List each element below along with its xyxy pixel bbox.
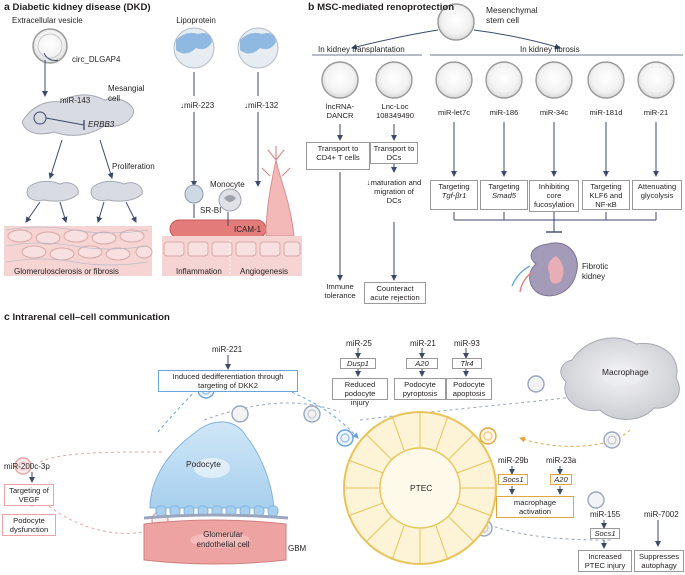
ptec-injury-box: Increased PTEC injury — [578, 550, 632, 572]
proliferation-label: Proliferation — [112, 162, 155, 171]
pyroptosis-box: Podocyte pyroptosis — [394, 378, 446, 400]
lnc-loc-label: Lnc-Loc 108349490 — [375, 102, 414, 120]
reduced-podocyte-box: Reduced podocyte injury — [332, 378, 388, 407]
tlr4-box: Tlr4 — [452, 358, 482, 369]
mir-223-label: ↓miR-223 — [180, 101, 215, 110]
a20-box: A20 — [406, 358, 438, 369]
mir-7002-label: miR-7002 — [644, 510, 679, 519]
mir-23a-label: miR-23a — [546, 456, 577, 465]
transport-cd4-box: Transport to CD4+ T cells — [306, 142, 370, 170]
mir-34c-label: miR-34c — [539, 108, 569, 117]
apoptosis-box: Podocyte apoptosis — [446, 378, 492, 400]
a20b-box: A20 — [550, 474, 572, 485]
sr-bi-label: SR-BI — [200, 206, 222, 215]
fucosylation-box: Inhibiting core fucosylation — [529, 180, 579, 212]
panel-c-title: c Intrarenal cell–cell communication — [4, 311, 170, 323]
ptec-label: PTEC — [410, 483, 433, 493]
glycolysis-box: Attenuating glycolysis — [632, 180, 682, 210]
mir-155-label: miR-155 — [590, 510, 621, 519]
mir-186-label: miR-186 — [489, 108, 519, 117]
glomerular-endothelial-label: Glomerular endothelial cell — [196, 530, 250, 549]
mir-93-label: miR-93 — [454, 339, 480, 348]
socs1-box: Socs1 — [498, 474, 528, 485]
extracellular-vesicle-label: Extracellular vesicle — [12, 16, 83, 25]
mir-25-label: miR-25 — [346, 339, 372, 348]
mir-200c-label: miR-200c-3p — [4, 462, 50, 471]
panel-c-drawing — [14, 337, 680, 565]
mir-29b-label: miR-29b — [498, 456, 529, 465]
counteract-rejection-box: Counteract acute rejection — [364, 282, 426, 304]
mesangial-cell-label: Mesangial cell — [108, 84, 145, 103]
panel-a-drawing — [4, 27, 302, 276]
autophagy-box: Suppresses autophagy — [634, 550, 684, 572]
transplant-heading: In kidney transplantation — [318, 45, 405, 54]
fibrotic-kidney-label: Fibrotic kidney — [582, 262, 609, 281]
fibrosis-heading: In kidney fibrosis — [520, 45, 580, 54]
panel-b-title: b MSC-mediated renoprotection — [308, 1, 455, 13]
klf6-nfkb-box: Targeting KLF6 and NF-κB — [582, 180, 630, 210]
mir-21-label: miR-21 — [643, 108, 669, 117]
mir-221-label: miR-221 — [212, 345, 243, 354]
macrophage-activation-box: macrophage activation — [496, 496, 574, 518]
inflammation-label: Inflammation — [176, 267, 222, 276]
vegf-box: Targeting of VEGF — [4, 484, 54, 506]
podocyte-label: Podocyte — [186, 459, 221, 469]
macrophage-label: Macrophage — [602, 367, 649, 377]
podocyte-dysfunction-box: Podocyte dysfunction — [2, 514, 56, 536]
mir-181d-label: miR-181d — [589, 108, 623, 117]
monocyte-label: Monocyte — [210, 180, 245, 189]
msc-label: Mesenchymal stem cell — [486, 5, 538, 25]
angiogenesis-label: Angiogenesis — [240, 267, 289, 276]
transport-dcs-box: Transport to DCs — [370, 142, 418, 164]
socs1b-box: Socs1 — [590, 528, 620, 539]
dkk2-box: Induced dedifferentiation through target… — [158, 370, 298, 392]
panel-b-drawing — [312, 3, 683, 297]
gbm-label: GBM — [288, 544, 307, 553]
mir-132-label: ↓miR-132 — [244, 101, 279, 110]
icam-1-label: ICAM-1 — [234, 225, 262, 234]
dc-maturation-label: ↓maturation and migration of DCs — [366, 178, 422, 205]
mir-21c-label: miR-21 — [410, 339, 436, 348]
mir-143-label: miR-143 — [60, 96, 91, 105]
circ-dlgap4-label: circ_DLGAP4 — [72, 55, 121, 64]
panel-a-title: a Diabetic kidney disease (DKD) — [4, 1, 151, 13]
glomerulosclerosis-label: Glomerulosclerosis or fibrosis — [14, 267, 119, 276]
mir-let7c-label: miR-let7c — [437, 108, 471, 117]
lipoprotein-label: Lipoprotein — [176, 16, 216, 25]
immune-tolerance-label: Immune tolerance — [324, 282, 356, 300]
dusp1-box: Dusp1 — [340, 358, 376, 369]
erbb3-label: ERBB3 — [88, 120, 115, 129]
lncrna-dancr-label: lncRNA- DANCR — [325, 102, 355, 120]
